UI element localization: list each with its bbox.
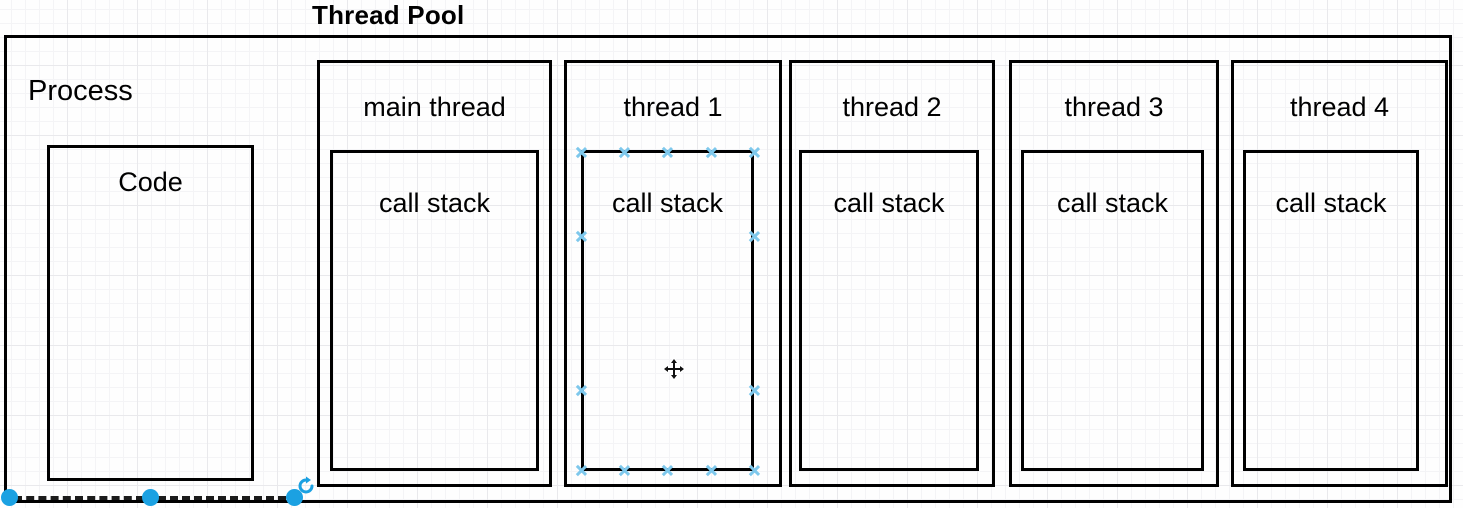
selection-handle-w-lower[interactable] [575,384,588,397]
code-box-label: Code [118,167,183,197]
call-stack-label: call stack [1056,188,1169,218]
edge-handle-start[interactable] [0,488,18,506]
rotate-icon[interactable] [296,476,316,496]
move-cursor-icon [662,357,686,381]
call-stack-box-thread-2[interactable]: call stack [799,150,979,471]
selection-handle-w-upper[interactable] [575,230,588,243]
call-stack-label: call stack [833,188,945,218]
code-box[interactable]: Code [47,145,254,481]
selection-handle-e-upper[interactable] [748,230,761,243]
selection-handle-sw[interactable] [575,464,588,477]
thread-box-thread-3[interactable]: thread 3 [1009,60,1219,487]
thread-label: thread 4 [1289,92,1390,122]
call-stack-box-main-thread[interactable]: call stack [330,150,539,471]
call-stack-box-thread-3[interactable]: call stack [1021,150,1204,471]
edge-selection-segment-left[interactable] [14,496,144,500]
thread-box-main-thread[interactable]: main thread [317,60,552,487]
selection-handle-s-right[interactable] [705,464,718,477]
selection-handle-s[interactable] [661,464,674,477]
thread-label: thread 3 [1064,92,1164,122]
call-stack-label: call stack [611,188,724,218]
edge-handle-end[interactable] [285,488,303,506]
selection-handle-n-right[interactable] [705,146,718,159]
call-stack-label: call stack [1275,188,1387,218]
call-stack-box-thread-1[interactable]: call stack [581,150,754,471]
thread-pool-title: Thread Pool [312,0,465,30]
edge-selection-segment-right[interactable] [158,496,286,500]
call-stack-box-thread-4[interactable]: call stack [1243,150,1419,471]
selection-handle-n[interactable] [661,146,674,159]
selection-handle-ne[interactable] [748,146,761,159]
selection-handle-se[interactable] [748,464,761,477]
thread-label: thread 1 [623,92,723,122]
thread-box-thread-4[interactable]: thread 4 [1231,60,1448,487]
thread-pool-container[interactable] [4,35,1452,503]
call-stack-label: call stack [378,188,491,218]
thread-label: thread 2 [842,92,942,122]
thread-label: main thread [363,92,506,122]
selection-handle-s-left[interactable] [618,464,631,477]
selection-handle-n-left[interactable] [618,146,631,159]
selection-handle-e-lower[interactable] [748,384,761,397]
selection-handle-nw[interactable] [575,146,588,159]
process-label: Process [28,75,133,107]
thread-box-thread-2[interactable]: thread 2 [789,60,995,487]
edge-handle-middle[interactable] [141,488,159,506]
thread-box-thread-1[interactable]: thread 1 [564,60,782,487]
